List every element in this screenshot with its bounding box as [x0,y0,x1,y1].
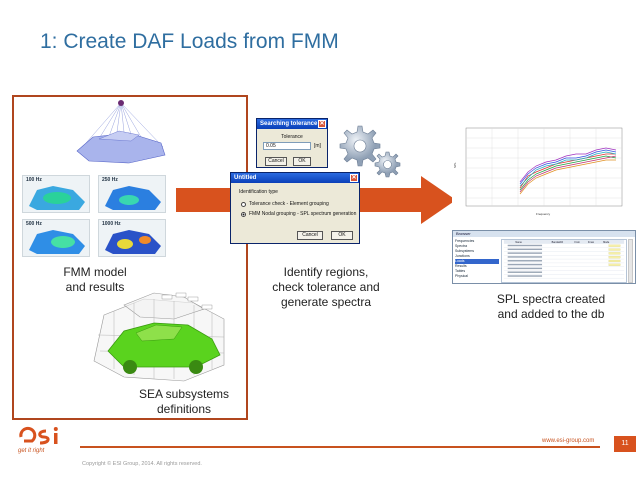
db-tree: Frequencies Spectra Subsystems Junctions… [455,239,499,283]
column-header: Fmax [588,241,595,244]
caption-line: SPL spectra created [496,292,606,306]
ok-button[interactable]: OK [293,157,311,166]
tree-item[interactable]: Subsystems [455,249,475,253]
cancel-button[interactable]: Cancel [265,157,287,166]
tagline: get it right [18,448,45,454]
footer-divider [80,446,600,448]
thumbnail-label: 500 Hz [26,221,42,227]
caption-line: and added to the db [497,307,605,321]
fmm-mesh-image [76,100,166,164]
caption-line: definitions [156,402,212,416]
tree-item[interactable]: Loads [455,259,499,264]
fmm-panel: 100 Hz 250 Hz 500 Hz 1000 Hz FMM model a… [12,95,248,420]
svg-text:Frequency: Frequency [536,212,551,216]
caption-line: and results [65,280,125,294]
close-icon[interactable]: ✕ [350,174,358,182]
ok-button[interactable]: OK [331,231,353,240]
thumbnail-label: 250 Hz [102,177,118,183]
radio-label: FMM Nodal grouping - SPL spectrum genera… [249,211,357,217]
db-titlebar: Browser [453,231,635,237]
tolerance-label: Tolerance [281,134,303,140]
fmm-thumbnail: 500 Hz [22,219,90,257]
caption-line: FMM model [63,265,127,279]
tree-item[interactable]: Frequencies [455,239,475,243]
fmm-thumbnail: 1000 Hz [98,219,166,257]
radio-selected-icon[interactable] [241,211,246,217]
column-header: Name [515,241,522,244]
slide-title: 1: Create DAF Loads from FMM [40,30,339,53]
svg-text:SPL: SPL [453,162,457,168]
tree-item[interactable]: Physical [455,274,469,278]
tree-item[interactable]: Junctions [455,254,470,258]
tree-item[interactable]: Results [455,264,467,268]
esi-logo [19,426,58,445]
db-scrollbar[interactable] [628,239,633,283]
tree-item[interactable]: Spectra [455,244,468,248]
dialog-titlebar: Searching tolerance ✕ [257,119,327,129]
database-browser-window: Browser Frequencies Spectra Subsystems J… [452,230,636,284]
column-header: Fmin [575,241,581,244]
fmm-thumbnail: 250 Hz [98,175,166,213]
identification-heading: Identification type [239,189,278,195]
cancel-button[interactable]: Cancel [297,231,323,240]
dialog-title: Searching tolerance [260,121,318,127]
radio-element-grouping[interactable]: Tolerance check - Element grouping [241,201,329,207]
caption-line: check tolerance and [272,280,380,294]
tolerance-input[interactable]: 0.05 [263,142,311,150]
fmm-caption: FMM model and results [50,265,140,295]
tolerance-unit: [m] [314,143,321,149]
fmm-thumbnail: 100 Hz [22,175,90,213]
sea-subsystem-model [93,292,225,382]
caption-line: Identify regions, [283,265,369,279]
radio-icon[interactable] [241,201,246,207]
sea-caption: SEA subsystems definitions [134,387,234,417]
tree-item[interactable]: Tables [455,269,466,273]
copyright: Copyright © ESI Group, 2014. All rights … [82,461,202,467]
close-icon[interactable]: ✕ [318,120,326,128]
gears-icon [339,125,401,178]
right-caption: SPL spectra created and added to the db [476,292,626,322]
fmm-results-grid: 100 Hz 250 Hz 500 Hz 1000 Hz [22,175,167,257]
column-header: Mode [603,241,610,244]
caption-line: SEA subsystems [138,387,230,401]
spl-spectra-chart: SPL Frequency [452,124,627,220]
db-table: Name Bandwidth Fmin Fmax Mode [501,239,627,283]
dialog-titlebar: Untitled ✕ [231,173,359,183]
thumbnail-label: 100 Hz [26,177,42,183]
radio-label: Tolerance check - Element grouping [249,201,329,207]
page-number: 11 [614,436,636,452]
caption-line: generate spectra [280,295,372,309]
thumbnail-label: 1000 Hz [102,221,121,227]
radio-nodal-grouping[interactable]: FMM Nodal grouping - SPL spectrum genera… [241,211,356,217]
footer-url[interactable]: www.esi-group.com [542,438,595,444]
dialog-title: Untitled [234,175,257,181]
column-header: Bandwidth [552,241,564,244]
tolerance-dialog: Searching tolerance ✕ Tolerance 0.05 [m]… [256,118,328,168]
identification-dialog: Untitled ✕ Identification type Tolerance… [230,172,360,244]
middle-caption: Identify regions, check tolerance and ge… [262,265,390,310]
